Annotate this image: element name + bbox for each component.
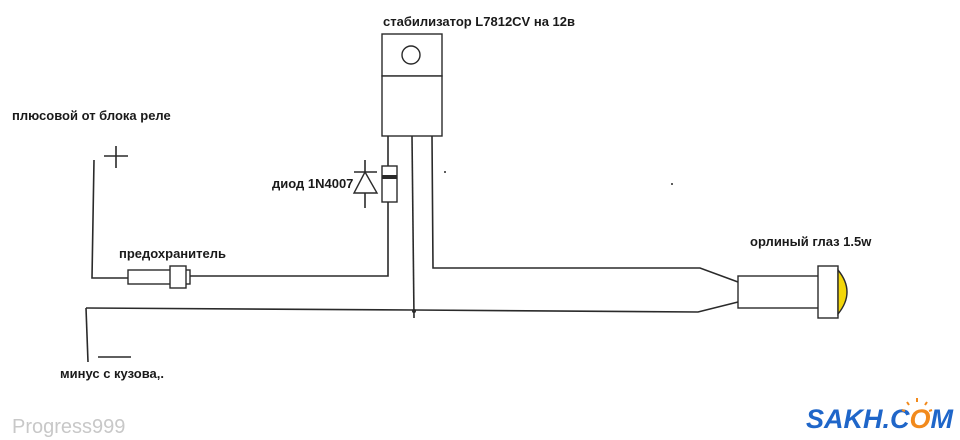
lamp-label: орлиный глаз 1.5w: [750, 234, 872, 249]
positive-source-label: плюсовой от блока реле: [12, 108, 171, 123]
lamp-head: [817, 265, 839, 319]
svg-text:SAKH.COM: SAKH.COM: [806, 404, 954, 434]
lamp-lens: [837, 268, 848, 316]
regulator-body: [381, 75, 443, 137]
regulator: [381, 33, 443, 137]
plus-symbol: [104, 146, 128, 168]
wire-ground-bus: [85, 301, 739, 313]
wire-ground-drop: [85, 307, 89, 363]
wire-regulator-ground: [411, 135, 415, 319]
site-logo: SAKH.COM: [806, 398, 954, 434]
lamp: [737, 265, 848, 319]
author-watermark: Progress999: [12, 416, 125, 438]
lamp-body: [737, 275, 821, 309]
diode-label: диод 1N4007: [272, 176, 353, 191]
regulator-label: стабилизатор L7812CV на 12в: [383, 14, 575, 29]
diode-body: [381, 165, 398, 203]
fuse: [127, 265, 191, 289]
wire-positive-in: [91, 159, 128, 279]
diode-symbol: [352, 160, 379, 208]
regulator-mount-hole: [401, 45, 421, 65]
ground-label: минус с кузова,.: [60, 366, 164, 381]
wire-fuse-to-regulator: [190, 202, 389, 277]
ground-junction: [412, 309, 416, 313]
fuse-label: предохранитель: [119, 246, 226, 261]
sun-icon: [901, 398, 933, 412]
wire-regulator-output: [431, 135, 739, 283]
